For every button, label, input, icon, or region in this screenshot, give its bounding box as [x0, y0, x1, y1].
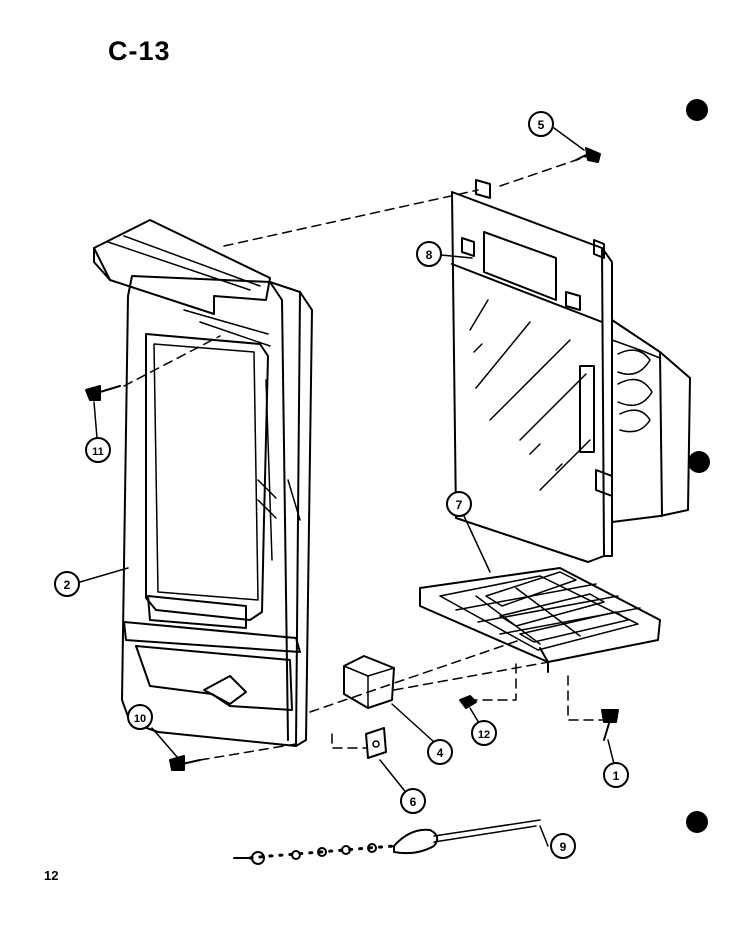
callout-5: 5 — [528, 111, 554, 137]
callout-4-label: 4 — [437, 746, 444, 760]
callout-9-label: 9 — [560, 840, 567, 854]
screw-part-11 — [85, 385, 121, 401]
callout-8: 8 — [416, 241, 442, 267]
binder-hole-top — [686, 99, 708, 121]
callouts: 5 8 11 2 7 4 1 — [54, 111, 629, 859]
callout-7: 7 — [446, 491, 472, 517]
callout-1: 1 — [603, 762, 629, 788]
diagram-title: C-13 — [108, 36, 171, 66]
callout-6: 6 — [400, 788, 426, 814]
callout-10: 10 — [127, 704, 153, 730]
callout-2-label: 2 — [64, 578, 71, 592]
clip-part-6 — [365, 727, 387, 759]
callout-6-label: 6 — [410, 795, 417, 809]
callout-8-label: 8 — [426, 248, 433, 262]
binder-hole-middle — [688, 451, 710, 473]
callout-4: 4 — [427, 739, 453, 765]
callout-12: 12 — [471, 720, 497, 746]
callout-10-label: 10 — [134, 713, 146, 725]
callout-11-label: 11 — [92, 446, 104, 458]
switch-block-part-4 — [343, 655, 395, 709]
screw-part-5 — [575, 147, 601, 163]
switch-bracket-assembly — [419, 567, 661, 673]
callout-2: 2 — [54, 571, 80, 597]
door-assembly — [93, 219, 313, 747]
control-panel-assembly — [451, 179, 691, 563]
callout-9: 9 — [550, 833, 576, 859]
binder-hole-bottom — [686, 811, 708, 833]
callout-7-label: 7 — [456, 498, 463, 512]
callout-1-label: 1 — [613, 769, 620, 783]
cord-part-9 — [233, 819, 541, 865]
nut-part-12 — [459, 695, 477, 709]
callout-12-label: 12 — [478, 729, 490, 741]
screw-part-10 — [169, 755, 201, 771]
page-number: 12 — [44, 868, 59, 883]
leader-lines — [79, 127, 615, 847]
assembly-guide-lines — [123, 155, 605, 761]
callout-11: 11 — [85, 437, 111, 463]
screw-part-1 — [601, 709, 619, 741]
callout-5-label: 5 — [538, 118, 545, 132]
